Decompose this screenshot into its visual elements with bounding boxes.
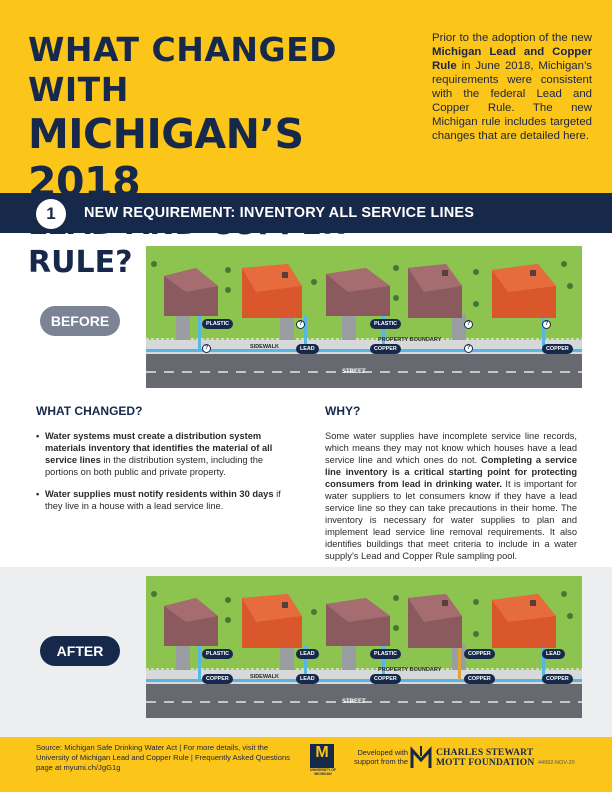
bullet-bold: Water systems must create a distribution… [45,431,273,465]
page-title: WHAT CHANGED WITH MICHIGAN’S 2018 LEAD A… [28,30,428,282]
title-line-2: MICHIGAN’S 2018 [28,110,304,206]
mott-name-line-1: CHARLES STEWART [436,748,534,758]
source-note: Source: Michigan Safe Drinking Water Act… [36,743,300,773]
tag-copper: COPPER [542,344,573,354]
unknown-marker: ? [464,320,473,329]
list-item: Water supplies must notify residents wit… [36,488,294,512]
after-scene-graphic [146,576,582,718]
document-code: 44992-NOV-20 [538,760,575,766]
sidewalk-label: SIDEWALK [250,344,280,350]
university-name: UNIVERSITY OF MICHIGAN [310,768,336,776]
university-of-michigan-logo: M [310,744,334,768]
tag-lead: LEAD [296,344,319,354]
unknown-marker: ? [464,344,473,353]
section-bar [0,193,612,233]
tag-copper: COPPER [202,674,233,684]
list-item: Water systems must create a distribution… [36,430,294,478]
source-text: Source: Michigan Safe Drinking Water Act… [36,743,290,772]
after-label: AFTER [40,636,120,666]
before-illustration: SIDEWALK PROPERTY BOUNDARY STREET PLASTI… [146,246,582,388]
bullet-bold: Water supplies must notify residents wit… [45,489,274,499]
property-boundary-label: PROPERTY BOUNDARY [378,337,442,343]
before-scene-graphic [146,246,582,388]
tag-copper: COPPER [542,674,573,684]
tag-lead: LEAD [296,649,319,659]
why-heading: WHY? [325,404,361,418]
intro-bold: Michigan Lead and Copper Rule [432,46,592,72]
unknown-marker: ? [542,320,551,329]
property-boundary-label: PROPERTY BOUNDARY [378,667,442,673]
after-illustration: SIDEWALK PROPERTY BOUNDARY STREET PLASTI… [146,576,582,718]
tag-copper: COPPER [464,674,495,684]
why-text-a: Some water supplies have incomplete serv… [325,431,577,465]
section-title: NEW REQUIREMENT: INVENTORY ALL SERVICE L… [84,205,475,221]
intro-text-b: in June 2018, Michigan’s requirements we… [432,60,592,142]
source-link[interactable]: myumi.ch/JgG1g [63,763,121,772]
tag-plastic: PLASTIC [202,319,234,329]
tag-copper: COPPER [370,344,401,354]
tag-plastic: PLASTIC [370,319,402,329]
why-text-b: It is important for water suppliers to l… [325,479,577,561]
what-changed-list: Water systems must create a distribution… [36,430,294,522]
mott-foundation-name: CHARLES STEWART MOTT FOUNDATION [436,748,534,768]
mott-name-line-2: MOTT FOUNDATION [436,758,535,768]
intro-text-a: Prior to the adoption of the new [432,32,592,44]
sidewalk-label: SIDEWALK [250,674,280,680]
tag-lead: LEAD [296,674,319,684]
what-changed-heading: WHAT CHANGED? [36,404,143,418]
mott-foundation-logo-icon [410,746,432,768]
intro-paragraph: Prior to the adoption of the new Michiga… [432,31,592,143]
street-label: STREET [342,699,366,705]
section-number-badge: 1 [36,199,66,229]
why-paragraph: Some water supplies have incomplete serv… [325,430,577,562]
tag-lead: LEAD [542,649,565,659]
developed-with-text: Developed with support from the [354,748,408,766]
header-banner [0,0,612,193]
tag-plastic: PLASTIC [370,649,402,659]
tag-plastic: PLASTIC [202,649,234,659]
title-line-1: WHAT CHANGED WITH [28,30,338,109]
tag-copper: COPPER [370,674,401,684]
tag-copper: COPPER [464,649,495,659]
why-bold: Completing a service line inventory is a… [325,455,577,489]
footer-banner [0,737,612,792]
bullet-text: in the distribution system, including th… [45,455,264,477]
before-label: BEFORE [40,306,120,336]
unknown-marker: ? [202,344,211,353]
bullet-text: if they live in a house with a lead serv… [45,489,281,511]
unknown-marker: ? [296,320,305,329]
street-label: STREET [342,369,366,375]
